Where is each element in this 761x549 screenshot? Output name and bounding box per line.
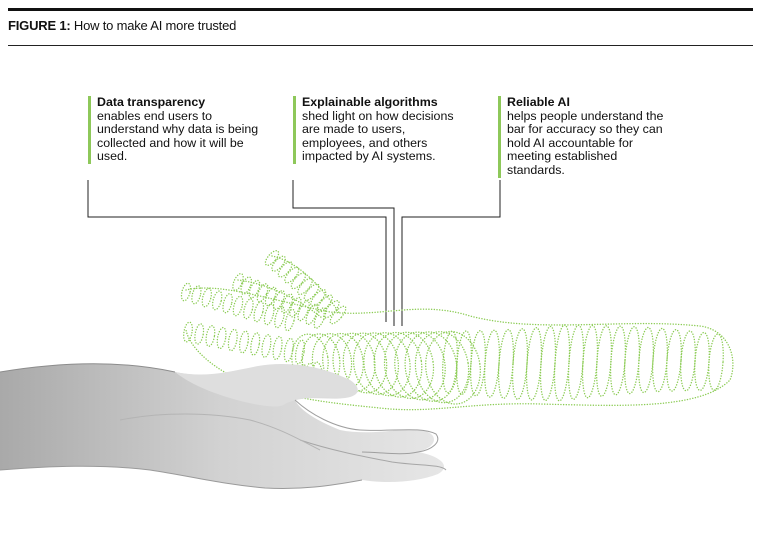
wireframe-ring bbox=[274, 306, 286, 329]
wireframe-ring bbox=[637, 326, 655, 394]
wireframe-ring bbox=[404, 331, 458, 402]
wireframe-ring bbox=[665, 328, 683, 392]
callout-title: Data transparency bbox=[97, 95, 206, 109]
wireframe-ring bbox=[281, 293, 294, 314]
wireframe-ring bbox=[310, 288, 327, 307]
wireframe-ring bbox=[180, 282, 192, 302]
callout-body: helps people understand the bar for accu… bbox=[507, 108, 664, 177]
wireframe-ring bbox=[284, 266, 300, 284]
figure-label: FIGURE 1: bbox=[8, 18, 71, 33]
wireframe-ring bbox=[238, 330, 250, 354]
wireframe-ring bbox=[205, 325, 216, 347]
top-rule bbox=[8, 8, 753, 11]
wireframe-ring bbox=[191, 285, 202, 305]
wireframe-ring bbox=[250, 332, 261, 356]
wireframe-ring bbox=[216, 326, 227, 350]
wireframe-ring bbox=[305, 303, 319, 326]
wireframe-ring bbox=[483, 329, 501, 398]
wireframe-ring bbox=[264, 250, 280, 266]
wireframe-ring bbox=[232, 295, 244, 317]
wireframe-ring bbox=[342, 332, 388, 394]
callout-data-transparency: Data transparency enables end users to u… bbox=[88, 95, 267, 164]
wireframe-ring bbox=[272, 290, 286, 310]
wireframe-ring bbox=[222, 292, 233, 314]
wireframe-ring bbox=[201, 287, 213, 308]
wireframe-ring bbox=[297, 277, 313, 296]
figure-title: FIGURE 1: How to make AI more trusted bbox=[8, 18, 236, 34]
wireframe-ring bbox=[211, 290, 223, 311]
wireframe-ring bbox=[264, 286, 277, 307]
wireframe-ring bbox=[294, 339, 306, 365]
wireframe-ring bbox=[313, 307, 327, 329]
title-rule bbox=[8, 45, 753, 46]
wireframe-ring bbox=[283, 337, 294, 363]
wireframe-ring bbox=[284, 308, 296, 332]
wireframe-ring bbox=[455, 330, 473, 395]
callout-title: Explainable algorithms bbox=[302, 95, 438, 109]
connector-line-explainable bbox=[292, 180, 395, 326]
wireframe-contour bbox=[271, 255, 341, 315]
wireframe-ring bbox=[256, 283, 269, 303]
wireframe-ring bbox=[708, 333, 724, 391]
connector-line-reliable bbox=[401, 180, 501, 326]
wireframe-ring bbox=[383, 331, 435, 400]
wireframe-ring bbox=[373, 331, 423, 398]
wireframe-ring bbox=[194, 323, 205, 345]
wireframe-ring bbox=[352, 332, 400, 395]
wireframe-ring bbox=[248, 279, 261, 299]
wireframe-ring bbox=[227, 328, 238, 352]
callout-title: Reliable AI bbox=[507, 95, 570, 109]
wireframe-ring bbox=[424, 330, 482, 405]
wireframe-ring bbox=[511, 328, 529, 400]
connector-line-data bbox=[87, 180, 387, 322]
dotted-hand bbox=[180, 250, 734, 411]
wireframe-ring bbox=[394, 331, 446, 401]
wireframe-ring bbox=[232, 272, 244, 292]
callout-reliable-ai: Reliable AI helps people understand the … bbox=[498, 95, 677, 178]
wireframe-ring bbox=[303, 283, 320, 302]
wireframe-ring bbox=[182, 321, 194, 343]
wireframe-contour bbox=[237, 279, 323, 319]
wireframe-ring bbox=[311, 333, 353, 390]
wireframe-ring bbox=[694, 331, 710, 392]
connector-lines bbox=[87, 180, 501, 326]
wireframe-ring bbox=[240, 276, 253, 295]
wireframe-ring bbox=[297, 300, 310, 322]
wireframe-ring bbox=[271, 255, 287, 272]
wireframe-ring bbox=[316, 294, 334, 313]
callout-body: shed light on how decisions are made to … bbox=[302, 108, 454, 164]
human-hand bbox=[0, 363, 447, 490]
wireframe-ring bbox=[261, 334, 272, 358]
wireframe-ring bbox=[290, 272, 307, 290]
figure-title-text: How to make AI more trusted bbox=[73, 18, 237, 33]
wireframe-ring bbox=[289, 296, 302, 318]
wireframe-ring bbox=[253, 300, 265, 323]
wireframe-ring bbox=[363, 332, 411, 397]
callout-body: enables end users to understand why data… bbox=[97, 108, 259, 164]
wireframe-ring bbox=[263, 303, 275, 326]
wireframe-ring bbox=[272, 335, 283, 361]
wireframe-ring bbox=[609, 325, 627, 396]
wireframe-contour bbox=[185, 287, 734, 411]
wireframe-ring bbox=[595, 325, 613, 397]
wireframe-ring bbox=[277, 261, 293, 278]
wireframe-ring bbox=[414, 331, 470, 404]
wireframe-ring bbox=[243, 298, 254, 320]
callout-explainable-algorithms: Explainable algorithms shed light on how… bbox=[293, 95, 472, 164]
